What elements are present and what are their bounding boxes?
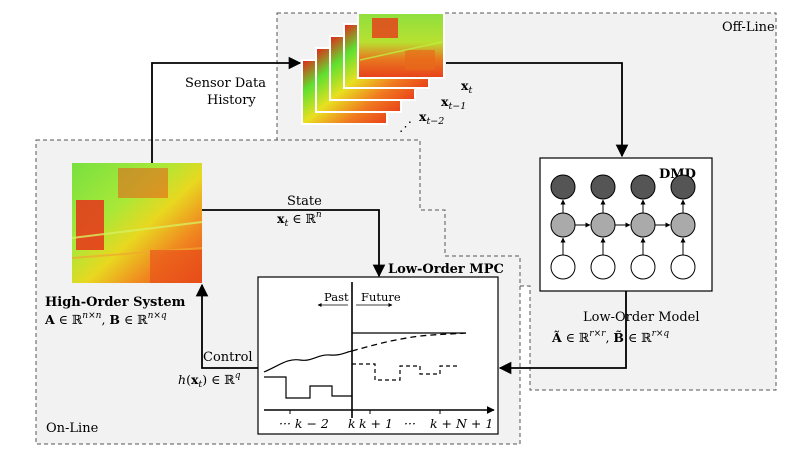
dmd-output-node <box>670 174 696 200</box>
sensor-frame-stack <box>301 12 445 125</box>
dmd-state-node <box>670 212 696 238</box>
state-expr: xt ∈ ℝn <box>277 210 322 229</box>
high-order-system-image <box>71 163 203 283</box>
frame-label-xt: xt <box>461 78 472 96</box>
mpc-past-label: Past <box>324 290 349 304</box>
sensor-label-line1: Sensor Data <box>185 76 266 91</box>
dmd-state-node <box>550 212 576 238</box>
offline-label: Off-Line <box>722 20 775 35</box>
arrow-dmd-to-mpc <box>498 291 627 375</box>
control-label: Control <box>203 350 253 365</box>
arrow-system-to-sensor <box>151 56 302 163</box>
dmd-output-node <box>550 174 576 200</box>
high-order-system-title: High-Order System <box>45 295 186 310</box>
dmd-state-node <box>590 212 616 238</box>
mpc-future-label: Future <box>361 290 401 304</box>
state-label: State <box>287 194 322 209</box>
arrow-state-to-mpc <box>202 209 386 278</box>
online-label: On-Line <box>46 421 99 436</box>
mpc-box <box>257 276 499 435</box>
high-order-system-matrices: A ∈ ℝn×n, B ∈ ℝn×q <box>44 311 167 327</box>
dmd-network <box>550 174 696 280</box>
control-expr: h(xt) ∈ ℝq <box>178 371 241 390</box>
mpc-tick-k-plus-1: k + 1 <box>359 416 393 431</box>
arrow-mpc-to-system <box>195 283 258 369</box>
low-order-model-label: Low-Order Model <box>583 310 700 325</box>
frame-ellipsis: ⋰ <box>399 120 412 135</box>
mpc-tick-ellipsis: ··· <box>404 416 416 431</box>
arrow-sensor-to-dmd <box>446 62 629 158</box>
dmd-output-node <box>590 174 616 200</box>
dmd-output-node <box>630 174 656 200</box>
dmd-input-node <box>590 254 616 280</box>
mpc-tick-k-2: ··· k − 2 <box>279 416 329 431</box>
mpc-tick-k-plus-n-plus-1: k + N + 1 <box>430 416 493 431</box>
dmd-input-node <box>550 254 576 280</box>
dmd-input-node <box>670 254 696 280</box>
dmd-input-node <box>630 254 656 280</box>
sensor-label-line2: History <box>207 93 256 108</box>
mpc-tick-k: k <box>348 416 356 431</box>
mpc-plot <box>263 282 495 418</box>
dmd-state-node <box>630 212 656 238</box>
mpc-title: Low-Order MPC <box>388 262 504 277</box>
low-order-model-matrices: Ã ∈ ℝr×r, B̃ ∈ ℝr×q <box>551 329 669 345</box>
